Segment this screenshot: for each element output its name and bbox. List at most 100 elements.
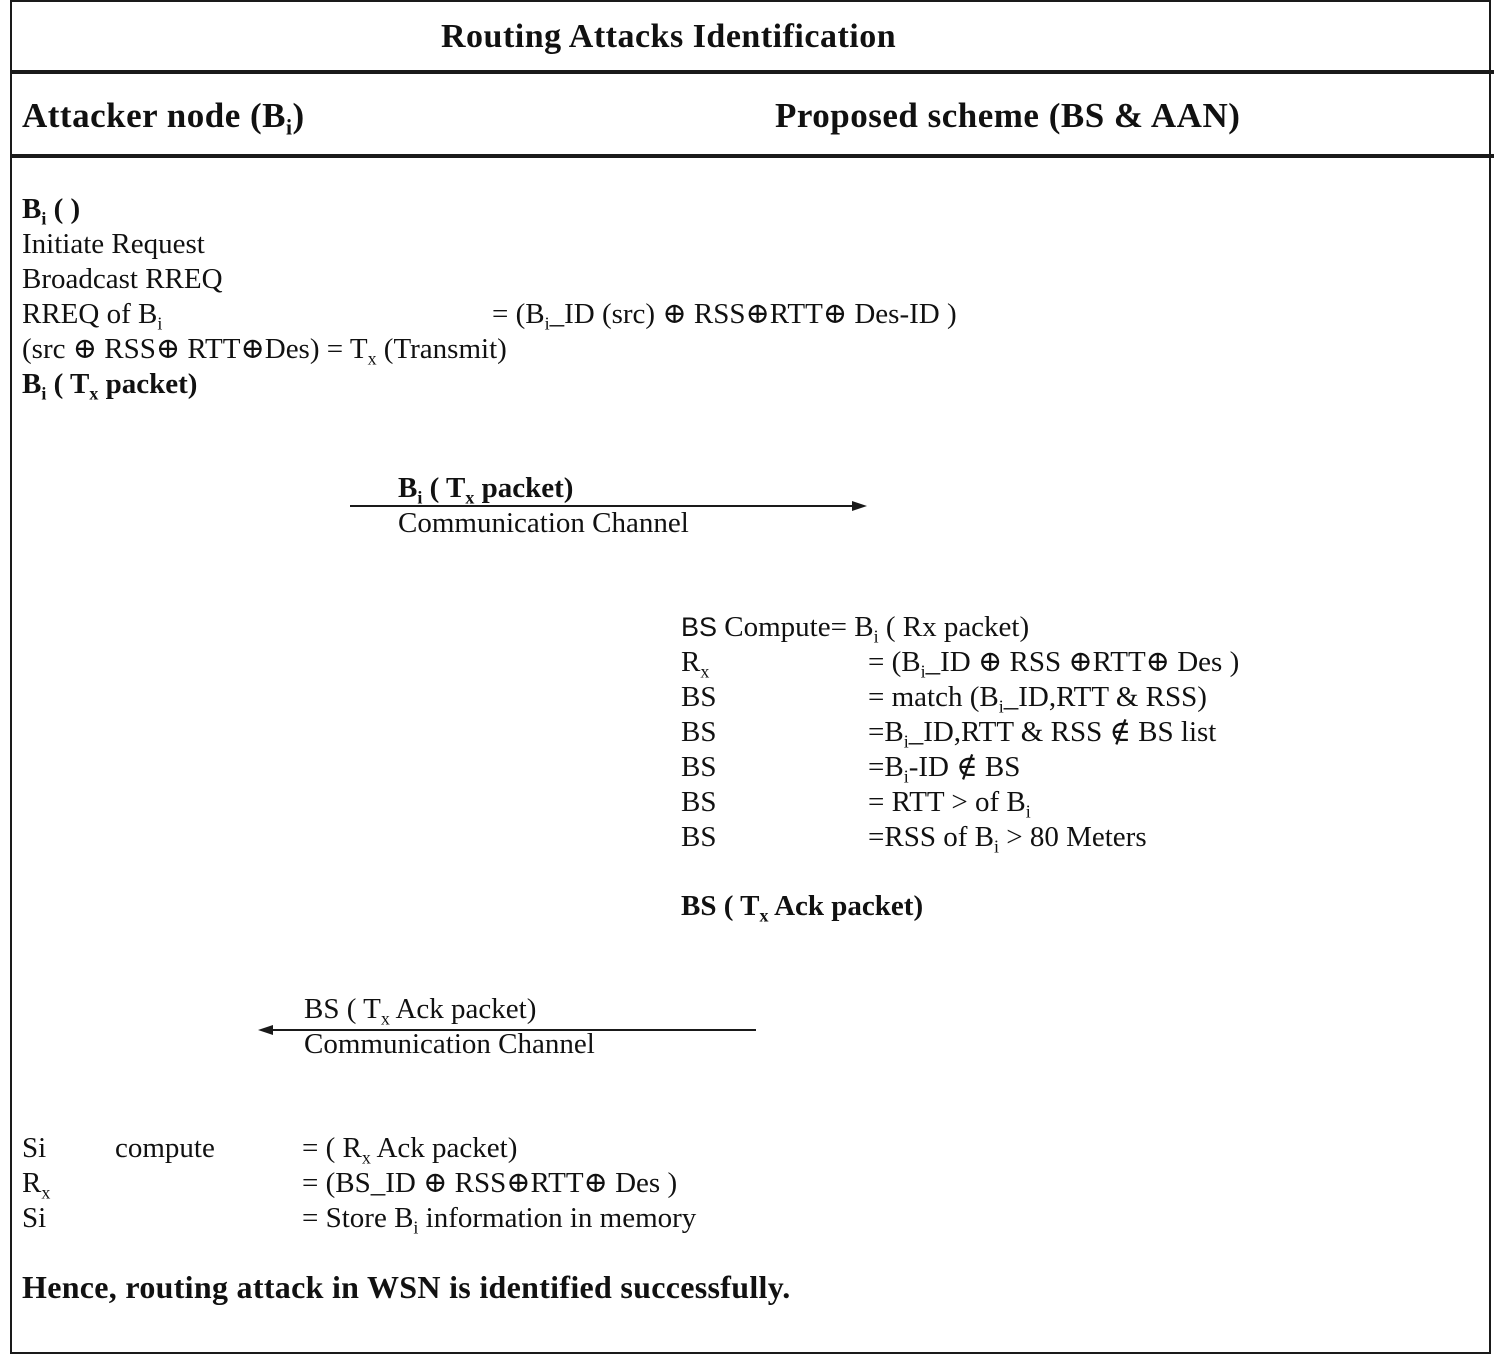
subscript: i [903, 766, 909, 787]
si-store-rest: information in memory [418, 1202, 697, 1234]
channel1-b: B [398, 472, 418, 504]
subscript: i [920, 661, 926, 682]
bs-compute-rest: ( Rx packet) [878, 611, 1030, 643]
attacker-function-parens: ( ) [46, 193, 81, 225]
bs-row-formula: = RTT > of Bi [868, 785, 1031, 820]
si-rx-label: Rx [22, 1166, 50, 1201]
attacker-step-broadcast: Broadcast RREQ [22, 263, 223, 295]
attacker-step-initiate: Initiate Request [22, 228, 205, 260]
attacker-rreq-formula: = (Bi_ID (src) ⊕ RSS⊕RTT⊕ Des-ID ) [492, 297, 957, 332]
rreq-formula-rest: _ID (src) ⊕ RSS⊕RTT⊕ Des-ID ) [549, 298, 957, 330]
bs-row-formula-start: =B [868, 716, 904, 748]
subscript: i [998, 696, 1004, 717]
rreq-formula-start: = (B [492, 298, 545, 330]
si-rx-formula: = (BS_ID ⊕ RSS⊕RTT⊕ Des ) [302, 1167, 678, 1199]
attacker-tx-packet: Bi ( Tx packet) [22, 367, 197, 402]
subscript: x [759, 905, 769, 926]
bs-row-label: BS [681, 716, 717, 748]
si-compute-formula: = ( Rx Ack packet) [302, 1131, 517, 1166]
subscript: i [157, 313, 163, 334]
subscript: i [1025, 801, 1031, 822]
subscript: x [380, 1008, 390, 1029]
bs-row-formula-start: = RTT > of B [868, 786, 1026, 818]
column-heading-proposed-scheme: Proposed scheme (BS & AAN) [775, 96, 1241, 135]
bs-row-label: BS [681, 751, 717, 783]
channel2-start: BS ( T [304, 993, 381, 1025]
subscript: i [903, 731, 909, 752]
attacker-function-line: Bi ( ) [22, 192, 80, 227]
bs-compute-prefix: BS [681, 612, 718, 642]
si-compute-rest: Ack packet) [370, 1132, 518, 1164]
page-title: Routing Attacks Identification [441, 18, 897, 55]
bs-row-formula: =Bi-ID ∉ BS [868, 750, 1020, 785]
subscript: i [41, 383, 47, 404]
arrow-left-icon [258, 1025, 756, 1035]
subscript: x [89, 383, 99, 404]
si-compute-word: compute [115, 1132, 215, 1164]
bs-ack-packet: BS ( Tx Ack packet) [681, 889, 923, 924]
si-store-label: Si [22, 1202, 47, 1234]
bs-row-label-text: R [681, 646, 701, 678]
subscript: i [286, 115, 293, 140]
bs-row-formula-start: = (B [868, 646, 921, 678]
bs-row-formula-rest: _ID,RTT & RSS) [1003, 681, 1207, 713]
channel2-packet-label: BS ( Tx Ack packet) [304, 992, 536, 1027]
attacker-transmit-formula: (src ⊕ RSS⊕ RTT⊕Des) = Tx (Transmit) [22, 332, 507, 367]
tx-packet-mid: ( T [46, 368, 90, 400]
bs-ack-rest: Ack packet) [768, 890, 924, 922]
bs-row-formula-start: = match (B [868, 681, 999, 713]
subscript: i [413, 1217, 419, 1238]
subscript: x [41, 1182, 51, 1203]
si-store-formula: = Store Bi information in memory [302, 1201, 696, 1236]
channel1-mid: ( T [422, 472, 466, 504]
bs-row-label: Rx [681, 645, 709, 680]
tx-packet-end: packet) [98, 368, 198, 400]
transmit-formula-start: (src ⊕ RSS⊕ RTT⊕Des) = T [22, 333, 368, 365]
si-store-start: = Store B [302, 1202, 414, 1234]
subscript: x [367, 348, 377, 369]
bs-row-formula-rest: _ID ⊕ RSS ⊕RTT⊕ Des ) [925, 646, 1240, 678]
bs-row-formula: = match (Bi_ID,RTT & RSS) [868, 680, 1207, 715]
bs-row-formula: =Bi_ID,RTT & RSS ∉ BS list [868, 715, 1216, 750]
channel1-label: Communication Channel [398, 507, 689, 539]
transmit-formula-rest: (Transmit) [376, 333, 507, 365]
bs-row-label: BS [681, 821, 717, 853]
attacker-rreq-label: RREQ of Bi [22, 297, 162, 332]
channel1-packet-label: Bi ( Tx packet) [398, 471, 573, 506]
subscript: x [361, 1147, 371, 1168]
si-rx-label-text: R [22, 1167, 42, 1199]
diagram-frame [10, 0, 1491, 1354]
channel2-label: Communication Channel [304, 1028, 595, 1060]
subscript: i [41, 208, 47, 229]
si-compute-start: = ( R [302, 1132, 362, 1164]
arrow-right-icon [350, 501, 867, 511]
bs-row-formula-start: =B [868, 751, 904, 783]
subscript: x [700, 661, 710, 682]
column-heading-attacker: Attacker node (Bi) [22, 96, 305, 138]
bs-row-label: BS [681, 786, 717, 818]
rreq-label-text: RREQ of B [22, 298, 158, 330]
subscript: i [417, 487, 423, 508]
conclusion-text: Hence, routing attack in WSN is identifi… [22, 1269, 791, 1305]
column-heading-attacker-text: Attacker node (B [22, 96, 286, 135]
bs-row-formula-rest: > 80 Meters [998, 821, 1147, 853]
bs-row-formula-rest: _ID,RTT & RSS ∉ BS list [908, 716, 1217, 748]
bs-ack-start: BS ( T [681, 890, 760, 922]
bs-row-formula: =RSS of Bi > 80 Meters [868, 820, 1147, 855]
subscript: i [544, 313, 550, 334]
subscript: i [873, 626, 879, 647]
heading-divider [10, 154, 1494, 158]
bs-row-label: BS [681, 681, 717, 713]
column-heading-attacker-close: ) [292, 96, 305, 135]
si-label: Si [22, 1132, 47, 1164]
channel2-rest: Ack packet) [389, 993, 537, 1025]
tx-packet-b: B [22, 368, 42, 400]
bs-compute-line: BS Compute= Bi ( Rx packet) [681, 610, 1029, 645]
title-divider [10, 70, 1494, 74]
bs-row-formula: = (Bi_ID ⊕ RSS ⊕RTT⊕ Des ) [868, 645, 1239, 680]
subscript: i [993, 836, 999, 857]
bs-row-formula-rest: -ID ∉ BS [908, 751, 1021, 783]
bs-row-formula-start: =RSS of B [868, 821, 994, 853]
bs-compute-text: Compute= B [717, 611, 874, 643]
channel1-end: packet) [474, 472, 574, 504]
